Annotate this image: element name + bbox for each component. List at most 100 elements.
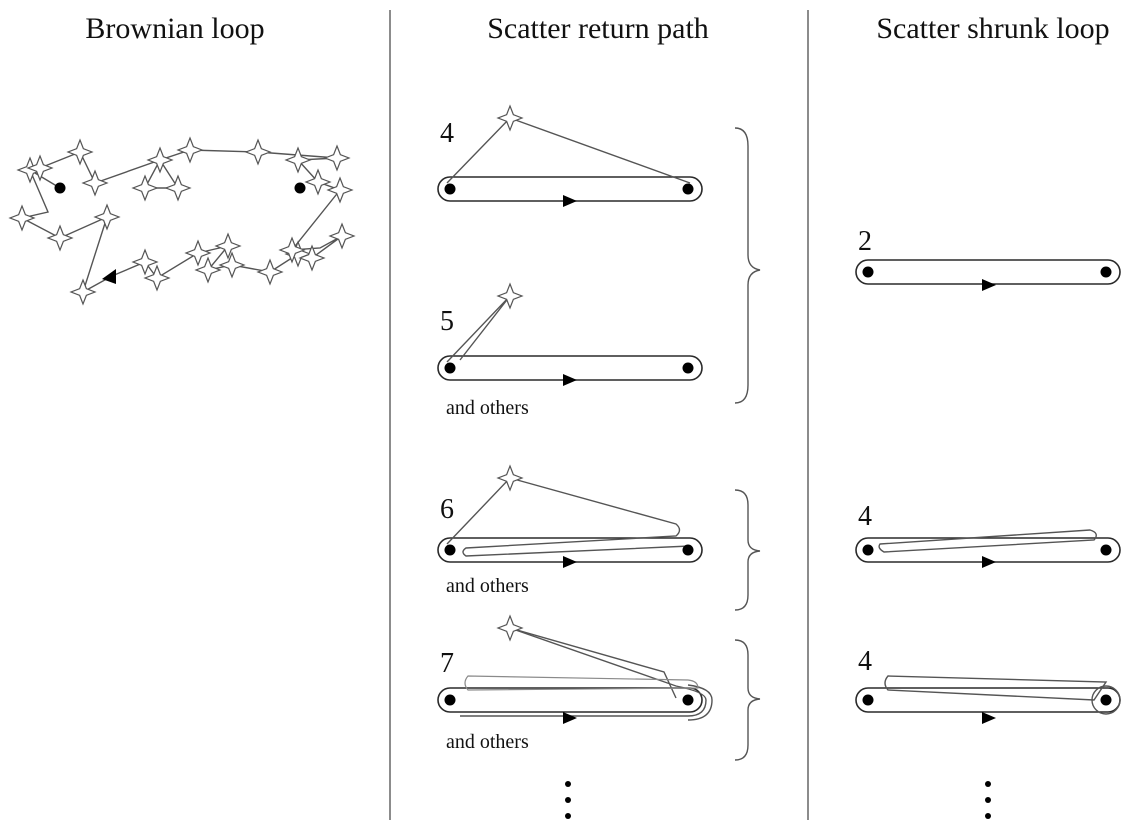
return-path-7-right-dot [682, 694, 694, 706]
shrunk-loop-6-right-dot [1100, 544, 1112, 556]
scatter-star-icon [131, 174, 159, 202]
return-path-6-note: and others [446, 575, 529, 597]
brownian-loop-title: Brownian loop [85, 12, 264, 45]
scatter-star-icon [143, 264, 171, 292]
return-path-7-scatter-line [509, 627, 677, 699]
shrunk-loop-2: 2 [855, 226, 1121, 291]
shrunk-loop-7: 4 [855, 646, 1121, 724]
shrunk-loop-7-inner-loop [884, 675, 1108, 701]
scatter-star-icon [194, 256, 222, 284]
return-path-6-left-dot [444, 544, 456, 556]
group-brace-row6 [734, 489, 761, 611]
return-path-6: 6 and others [437, 464, 703, 597]
return-path-5-star [496, 282, 524, 310]
scatter-star-icon [326, 176, 354, 204]
shrunk-loop-6-number: 4 [858, 501, 872, 532]
scatter-star-icon [26, 154, 54, 182]
scatter-star-icon [184, 239, 212, 267]
scatter-star-icon [298, 244, 326, 272]
scatter-star-icon [46, 224, 74, 252]
return-path-6-star [496, 464, 524, 492]
shrunk-loop-6-inner-loop [878, 529, 1097, 553]
shrunk-loop-7-arrow [982, 712, 996, 724]
shrunk-loop-2-capsule [855, 259, 1121, 285]
return-path-5-scatter-line [446, 295, 511, 363]
scatter-star-icon [304, 168, 332, 196]
return-path-4-star [496, 104, 524, 132]
scatter-star-icon [323, 144, 351, 172]
scatter-star-icon [278, 236, 306, 264]
shrunk-loop-6: 4 [855, 501, 1121, 568]
shrunk-loop-6-left-dot [862, 544, 874, 556]
scatter-star-icon [8, 204, 36, 232]
return-path-5-left-dot [444, 362, 456, 374]
shrunk-loop-7-number: 4 [858, 646, 872, 677]
shrunk-loop-2-number: 2 [858, 226, 872, 257]
return-path-7-outer-loop [460, 627, 707, 717]
scatter-star-icon [218, 251, 246, 279]
return-path-5-right-dot [682, 362, 694, 374]
loop-endpoint-left [54, 182, 66, 194]
return-path-7: 7 and others [437, 614, 713, 753]
scatter-star-icon [496, 614, 524, 642]
return-path-6-right-dot [682, 544, 694, 556]
scatter-star-icon [496, 104, 524, 132]
scatter-star-icon [164, 174, 192, 202]
shrunk-loop-2-arrow [982, 279, 996, 291]
return-path-4-left-dot [444, 183, 456, 195]
scatter-star-icon [328, 222, 356, 250]
brownian-path [20, 149, 343, 294]
return-path-7-arrow [563, 712, 577, 724]
scatter-star-icon [256, 258, 284, 286]
scatter-star-icon [131, 248, 159, 276]
shrunk-loop-6-capsule [855, 537, 1121, 563]
return-path-5: 5 and others [437, 282, 703, 419]
shrunk-loop-2-right-dot [1100, 266, 1112, 278]
group-brace-upper [734, 127, 761, 404]
return-path-7-wrap-arc [687, 684, 713, 721]
scatter-star-icon [66, 138, 94, 166]
return-path-7-number: 7 [440, 648, 454, 679]
scatter-star-icon [69, 278, 97, 306]
scatter-star-icon [146, 146, 174, 174]
return-path-4-arrow [563, 195, 577, 207]
scatter-star-icon [496, 282, 524, 310]
scatter-star-icon [284, 146, 312, 174]
return-path-5-arrow [563, 374, 577, 386]
brownian-loop-figure [8, 136, 356, 306]
return-path-5-capsule [437, 355, 703, 381]
shrunk-loop-7-wrap-circle [1091, 685, 1121, 715]
return-path-6-arrow [563, 556, 577, 568]
return-path-5-note: and others [446, 397, 529, 419]
scatter-star-icon [496, 464, 524, 492]
return-path-4-scatter-line [446, 117, 691, 184]
shrunk-loop-2-left-dot [862, 266, 874, 278]
scatter-return-path-title: Scatter return path [487, 12, 709, 45]
return-path-7-capsule [437, 687, 703, 713]
scatter-star-icon [244, 138, 272, 166]
scatter-shrunk-loop-title: Scatter shrunk loop [876, 12, 1109, 45]
shrunk-ellipsis [985, 781, 991, 819]
shrunk-loop-6-arrow [982, 556, 996, 568]
return-path-4: 4 [437, 104, 703, 207]
return-path-6-scatter-line [446, 477, 691, 557]
return-path-7-star [496, 614, 524, 642]
return-path-7-note: and others [446, 731, 529, 753]
return-path-5-number: 5 [440, 306, 454, 337]
return-path-4-number: 4 [440, 118, 454, 149]
return-path-4-capsule [437, 176, 703, 202]
scatter-star-icon [81, 169, 109, 197]
shrunk-loop-7-right-dot [1100, 694, 1112, 706]
return-path-4-right-dot [682, 183, 694, 195]
group-brace-row7 [734, 639, 761, 761]
return-ellipsis [565, 781, 571, 819]
scatter-star-icon [176, 136, 204, 164]
return-path-7-left-dot [444, 694, 456, 706]
return-path-6-number: 6 [440, 494, 454, 525]
loop-endpoint-right [294, 182, 306, 194]
brownian-direction-arrow [102, 269, 116, 284]
scatter-star-group [8, 136, 356, 306]
scatter-star-icon [214, 232, 242, 260]
scatter-star-icon [93, 203, 121, 231]
